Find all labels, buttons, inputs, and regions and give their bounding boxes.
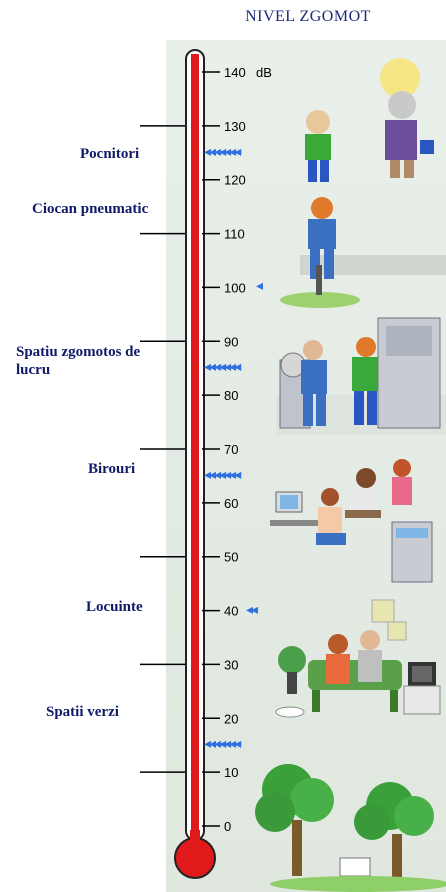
tick-label: 80 xyxy=(224,388,238,403)
tick-label: 120 xyxy=(224,173,246,188)
tick-label: 130 xyxy=(224,119,246,134)
chevron-left-icon: ◂ xyxy=(204,737,211,753)
chevron-left-icon: ◂ xyxy=(214,360,221,376)
level-arrows: ◂◂ xyxy=(246,602,258,618)
level-arrows: ◂ xyxy=(256,279,263,295)
chevron-left-icon: ◂ xyxy=(209,467,216,483)
chevron-left-icon: ◂ xyxy=(204,467,211,483)
category-label: Birouri xyxy=(88,461,136,477)
chevron-left-icon: ◂ xyxy=(234,144,241,160)
category-label: Ciocan pneumatic xyxy=(32,201,149,217)
chevron-left-icon: ◂ xyxy=(256,279,263,295)
level-arrows: ◂◂◂◂◂◂◂ xyxy=(204,144,241,160)
chevron-left-icon: ◂ xyxy=(219,144,226,160)
chevron-left-icon: ◂ xyxy=(209,144,216,160)
chevron-left-icon: ◂ xyxy=(219,467,226,483)
chevron-left-icon: ◂ xyxy=(209,360,216,376)
chevron-left-icon: ◂ xyxy=(229,360,236,376)
tick-label: 140 xyxy=(224,65,246,80)
tick-label: 50 xyxy=(224,550,238,565)
chevron-left-icon: ◂ xyxy=(204,360,211,376)
tick-label: 20 xyxy=(224,711,238,726)
chevron-left-icon: ◂ xyxy=(224,360,231,376)
category-label: Locuinte xyxy=(86,599,143,615)
tick-label: 30 xyxy=(224,657,238,672)
chevron-left-icon: ◂ xyxy=(209,737,216,753)
chevron-left-icon: ◂ xyxy=(234,467,241,483)
tick-label: 60 xyxy=(224,496,238,511)
chevron-left-icon: ◂ xyxy=(214,467,221,483)
chevron-left-icon: ◂ xyxy=(246,602,253,618)
tick-label: 40 xyxy=(224,604,238,619)
thermometer-icon xyxy=(174,49,216,879)
tick-label: 100 xyxy=(224,280,246,295)
fireworks-illustration xyxy=(305,58,434,182)
chevron-left-icon: ◂ xyxy=(214,737,221,753)
tick-label: 70 xyxy=(224,442,238,457)
chevron-left-icon: ◂ xyxy=(229,467,236,483)
chevron-left-icon: ◂ xyxy=(251,602,258,618)
level-arrows: ◂◂◂◂◂◂◂ xyxy=(204,467,241,483)
tick-label: 90 xyxy=(224,334,238,349)
park-illustration xyxy=(255,764,446,892)
unit-label: dB xyxy=(256,65,272,80)
category-label: Spatii verzi xyxy=(46,704,119,720)
level-arrows: ◂◂◂◂◂◂◂ xyxy=(204,360,241,376)
tick-label: 0 xyxy=(224,819,231,834)
chevron-left-icon: ◂ xyxy=(229,144,236,160)
home-illustration xyxy=(275,599,441,718)
chevron-left-icon: ◂ xyxy=(224,467,231,483)
chevron-left-icon: ◂ xyxy=(219,360,226,376)
chevron-left-icon: ◂ xyxy=(224,737,231,753)
chevron-left-icon: ◂ xyxy=(204,144,211,160)
chevron-left-icon: ◂ xyxy=(234,360,241,376)
chevron-left-icon: ◂ xyxy=(234,737,241,753)
workshop-illustration xyxy=(276,317,446,435)
category-label: Pocnitori xyxy=(80,146,140,162)
chevron-left-icon: ◂ xyxy=(214,144,221,160)
jackhammer-illustration xyxy=(280,197,446,308)
office-illustration xyxy=(270,459,433,583)
page-title: NIVEL ZGOMOT xyxy=(245,8,371,25)
chevron-left-icon: ◂ xyxy=(224,144,231,160)
chevron-left-icon: ◂ xyxy=(229,737,236,753)
level-arrows: ◂◂◂◂◂◂◂ xyxy=(204,737,241,753)
chevron-left-icon: ◂ xyxy=(219,737,226,753)
category-label: Spatiu zgomotos de lucru xyxy=(16,344,141,378)
tick-label: 110 xyxy=(224,227,245,242)
tick-label: 10 xyxy=(224,765,238,780)
